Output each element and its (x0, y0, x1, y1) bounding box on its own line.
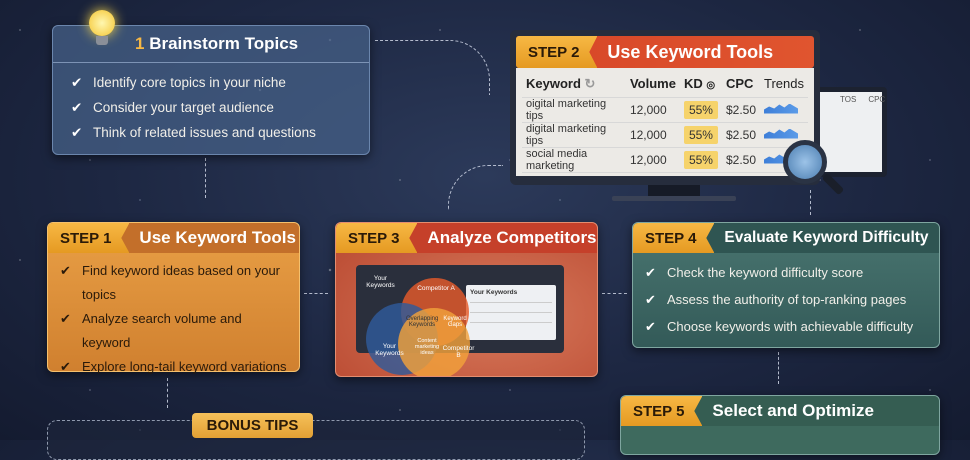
trend-sparkline (764, 128, 799, 139)
panel-title: Analyze Competitors (427, 228, 597, 247)
step4-panel: STEP 4 Evaluate Keyword Difficulty ✔Check… (632, 222, 940, 348)
check-icon: ✔ (645, 292, 656, 307)
step5-panel: STEP 5 Select and Optimize (620, 395, 940, 455)
arrow-step4-to-step5 (778, 352, 779, 384)
col-volume: Volume (625, 71, 680, 98)
arrow-step2-to-step4 (810, 190, 811, 215)
step-tag: STEP 4 (633, 223, 715, 253)
arrow-step3-to-step4 (602, 293, 627, 294)
list-item: ✔Identify core topics in your niche (71, 70, 316, 95)
venn-label: Competitor A (417, 285, 455, 292)
mini-col-tos: TOS (840, 95, 857, 104)
check-icon: ✔ (60, 359, 71, 374)
trend-sparkline (764, 103, 799, 114)
monitor-stand (648, 183, 700, 197)
check-icon: ✔ (60, 311, 71, 326)
col-kd: KD ◎ (679, 71, 722, 98)
col-keyword: Keyword ↻ (522, 71, 626, 98)
brainstorm-panel: 1 Brainstorm Topics ✔Identify core topic… (52, 10, 370, 155)
panel-title: Brainstorm Topics (149, 34, 299, 53)
panel-title: Select and Optimize (712, 401, 874, 420)
venn-competitor-b (398, 308, 470, 376)
mini-col-cpc: CPC (868, 95, 886, 104)
venn-label: Keyword Gaps (443, 316, 467, 328)
step-tag: STEP 2 (516, 36, 598, 68)
bonus-tips-box (47, 420, 585, 460)
venn-label: Overlapping Keywords (406, 316, 439, 328)
panel-title: Use Keyword Tools (139, 228, 296, 247)
panel-title: Evaluate Keyword Difficulty (724, 229, 929, 246)
panel-title: Use Keyword Tools (607, 41, 774, 62)
col-cpc: CPC (721, 71, 761, 98)
check-icon: ✔ (645, 319, 656, 334)
arrow-brainstorm-to-step2 (375, 40, 490, 95)
list-item: ✔Assess the authority of top-ranking pag… (645, 286, 927, 313)
list-item: ✔Analyze search volume and keyword (60, 307, 287, 355)
keyword-table: Keyword ↻ Volume KD ◎ CPC Trends oigital… (522, 71, 808, 173)
check-icon: ✔ (60, 263, 71, 278)
bonus-tips-label: BONUS TIPS (192, 413, 313, 438)
step2-monitor: STEP 2 Use Keyword Tools Keyword ↻ Volum… (510, 30, 820, 185)
venn-label: Your Keywords (375, 343, 404, 357)
arrow-step1-to-step3 (304, 293, 328, 294)
step-number: 1 (135, 34, 145, 53)
step-tag: STEP 1 (48, 223, 130, 253)
list-item: ✔Check the keyword difficulty score (645, 259, 927, 286)
check-icon: ✔ (71, 100, 83, 115)
list-item: ✔Consider your target audience (71, 95, 316, 120)
step1-panel: STEP 1 Use Keyword Tools ✔Find keyword id… (47, 222, 300, 374)
list-item: ✔Explore long-tail keyword variations (60, 355, 287, 379)
monitor-base (612, 196, 736, 201)
check-icon: ✔ (71, 75, 83, 90)
step-tag: STEP 5 (621, 396, 703, 426)
arrow-brainstorm-to-step1 (205, 158, 206, 198)
trend-sparkline (764, 153, 799, 164)
magnifier-icon (783, 140, 853, 210)
arrow-step1-to-bonus (167, 378, 168, 408)
check-icon: ✔ (645, 265, 656, 280)
venn-label: Your Keywords (366, 275, 395, 289)
venn-label: Content marketing ideas (414, 338, 440, 356)
your-keywords-panel: Your Keywords (466, 285, 556, 340)
step-tag: STEP 3 (336, 223, 418, 253)
list-item: ✔Choose keywords with achievable difficu… (645, 313, 927, 340)
col-trends: Trends (760, 71, 808, 98)
info-icon: ◎ (706, 80, 716, 92)
step2-header: STEP 2 Use Keyword Tools (516, 36, 814, 68)
check-icon: ✔ (71, 125, 83, 140)
list-item: ✔Think of related issues and questions (71, 120, 316, 145)
refresh-icon: ↻ (584, 75, 596, 91)
lightbulb-icon (87, 10, 117, 48)
venn-label: Competitor B (442, 345, 475, 359)
list-item: ✔Find keyword ideas based on your topics (60, 259, 287, 307)
